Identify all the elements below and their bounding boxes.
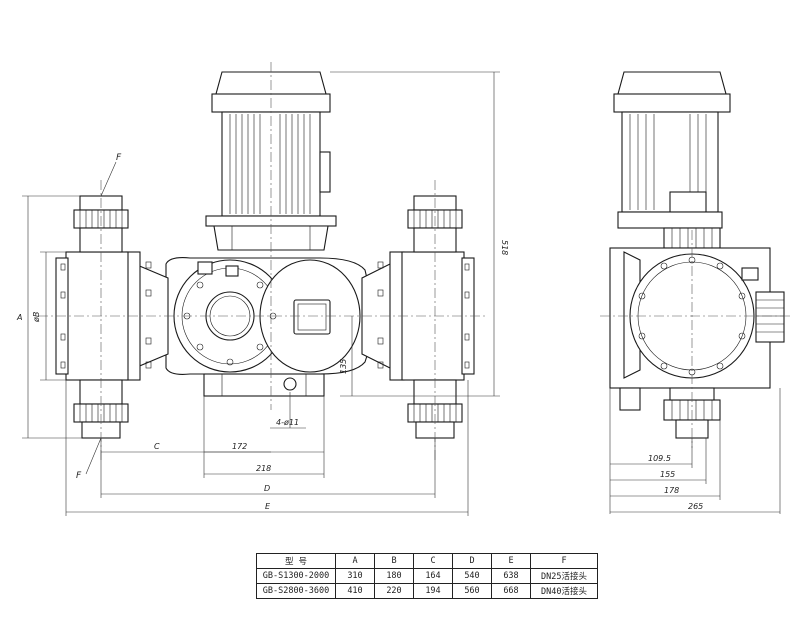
header-d: D [452, 553, 492, 569]
side-terminal-box [669, 191, 707, 213]
flange-label-top: F [116, 153, 122, 163]
cell-d: 560 [452, 583, 492, 599]
header-c: C [413, 553, 453, 569]
drain-plug [283, 377, 297, 391]
dim-b-label: øB [32, 312, 41, 323]
cell-c: 194 [413, 583, 453, 599]
header-b: B [374, 553, 414, 569]
table-row: GB-S2800-3600 410 220 194 560 668 DN40活接… [256, 583, 598, 599]
cell-a: 410 [335, 583, 375, 599]
side-knob-top [741, 267, 759, 281]
side-adapter [617, 211, 723, 229]
right-head-bolts [377, 261, 470, 369]
cell-b: 220 [374, 583, 414, 599]
dim-172-label: 172 [232, 442, 247, 451]
header-f: F [530, 553, 598, 569]
side-motor-band [613, 93, 731, 113]
motor-body [221, 111, 321, 217]
cell-b: 180 [374, 568, 414, 584]
dim-d-label: D [264, 484, 270, 493]
terminal-box [319, 151, 331, 193]
cell-c: 164 [413, 568, 453, 584]
dim-135-label: 135 [339, 359, 348, 374]
stroke-knob-right [225, 265, 239, 277]
side-dim-178: 178 [664, 486, 679, 495]
spec-table: 型 号 A B C D E F GB-S1300-2000 310 180 16… [256, 553, 598, 599]
side-dim-109: 109.5 [648, 454, 671, 463]
dim-a-label: A [16, 313, 22, 322]
gearbox-bolts [183, 266, 277, 366]
cell-f: DN40活接头 [530, 583, 598, 599]
left-head-bolts [60, 261, 152, 369]
cell-f: DN25活接头 [530, 568, 598, 584]
dim-218-label: 218 [256, 464, 271, 473]
dim-e-label: E [265, 502, 271, 511]
side-dim-155: 155 [660, 470, 675, 479]
table-row: GB-S1300-2000 310 180 164 540 638 DN25活接… [256, 568, 598, 584]
dim-height-label: 518 [500, 240, 509, 255]
front-view: F F A øB 518 135 4-ø11 C 172 218 D E [16, 62, 509, 516]
front-dimensions [22, 71, 500, 516]
side-base [619, 387, 641, 411]
header-e: E [491, 553, 531, 569]
cell-a: 310 [335, 568, 375, 584]
display-window [293, 299, 331, 335]
side-dim-265: 265 [688, 502, 703, 511]
flange-label-bottom: F [76, 471, 82, 481]
cell-model: GB-S1300-2000 [256, 568, 336, 584]
side-dimensions [609, 388, 781, 514]
motor-fins [229, 114, 311, 214]
cell-e: 638 [491, 568, 531, 584]
header-model: 型 号 [256, 553, 336, 569]
cell-e: 668 [491, 583, 531, 599]
dim-holes-label: 4-ø11 [276, 418, 299, 427]
dim-c-label: C [154, 442, 160, 451]
side-motor-cap [617, 71, 727, 95]
header-a: A [335, 553, 375, 569]
stroke-knob-left [197, 261, 213, 275]
cell-model: GB-S2800-3600 [256, 583, 336, 599]
cell-d: 540 [452, 568, 492, 584]
side-view: 109.5 155 178 265 [600, 71, 790, 514]
side-adjust-knob [755, 291, 785, 343]
spec-table-header: 型 号 A B C D E F [256, 553, 598, 569]
